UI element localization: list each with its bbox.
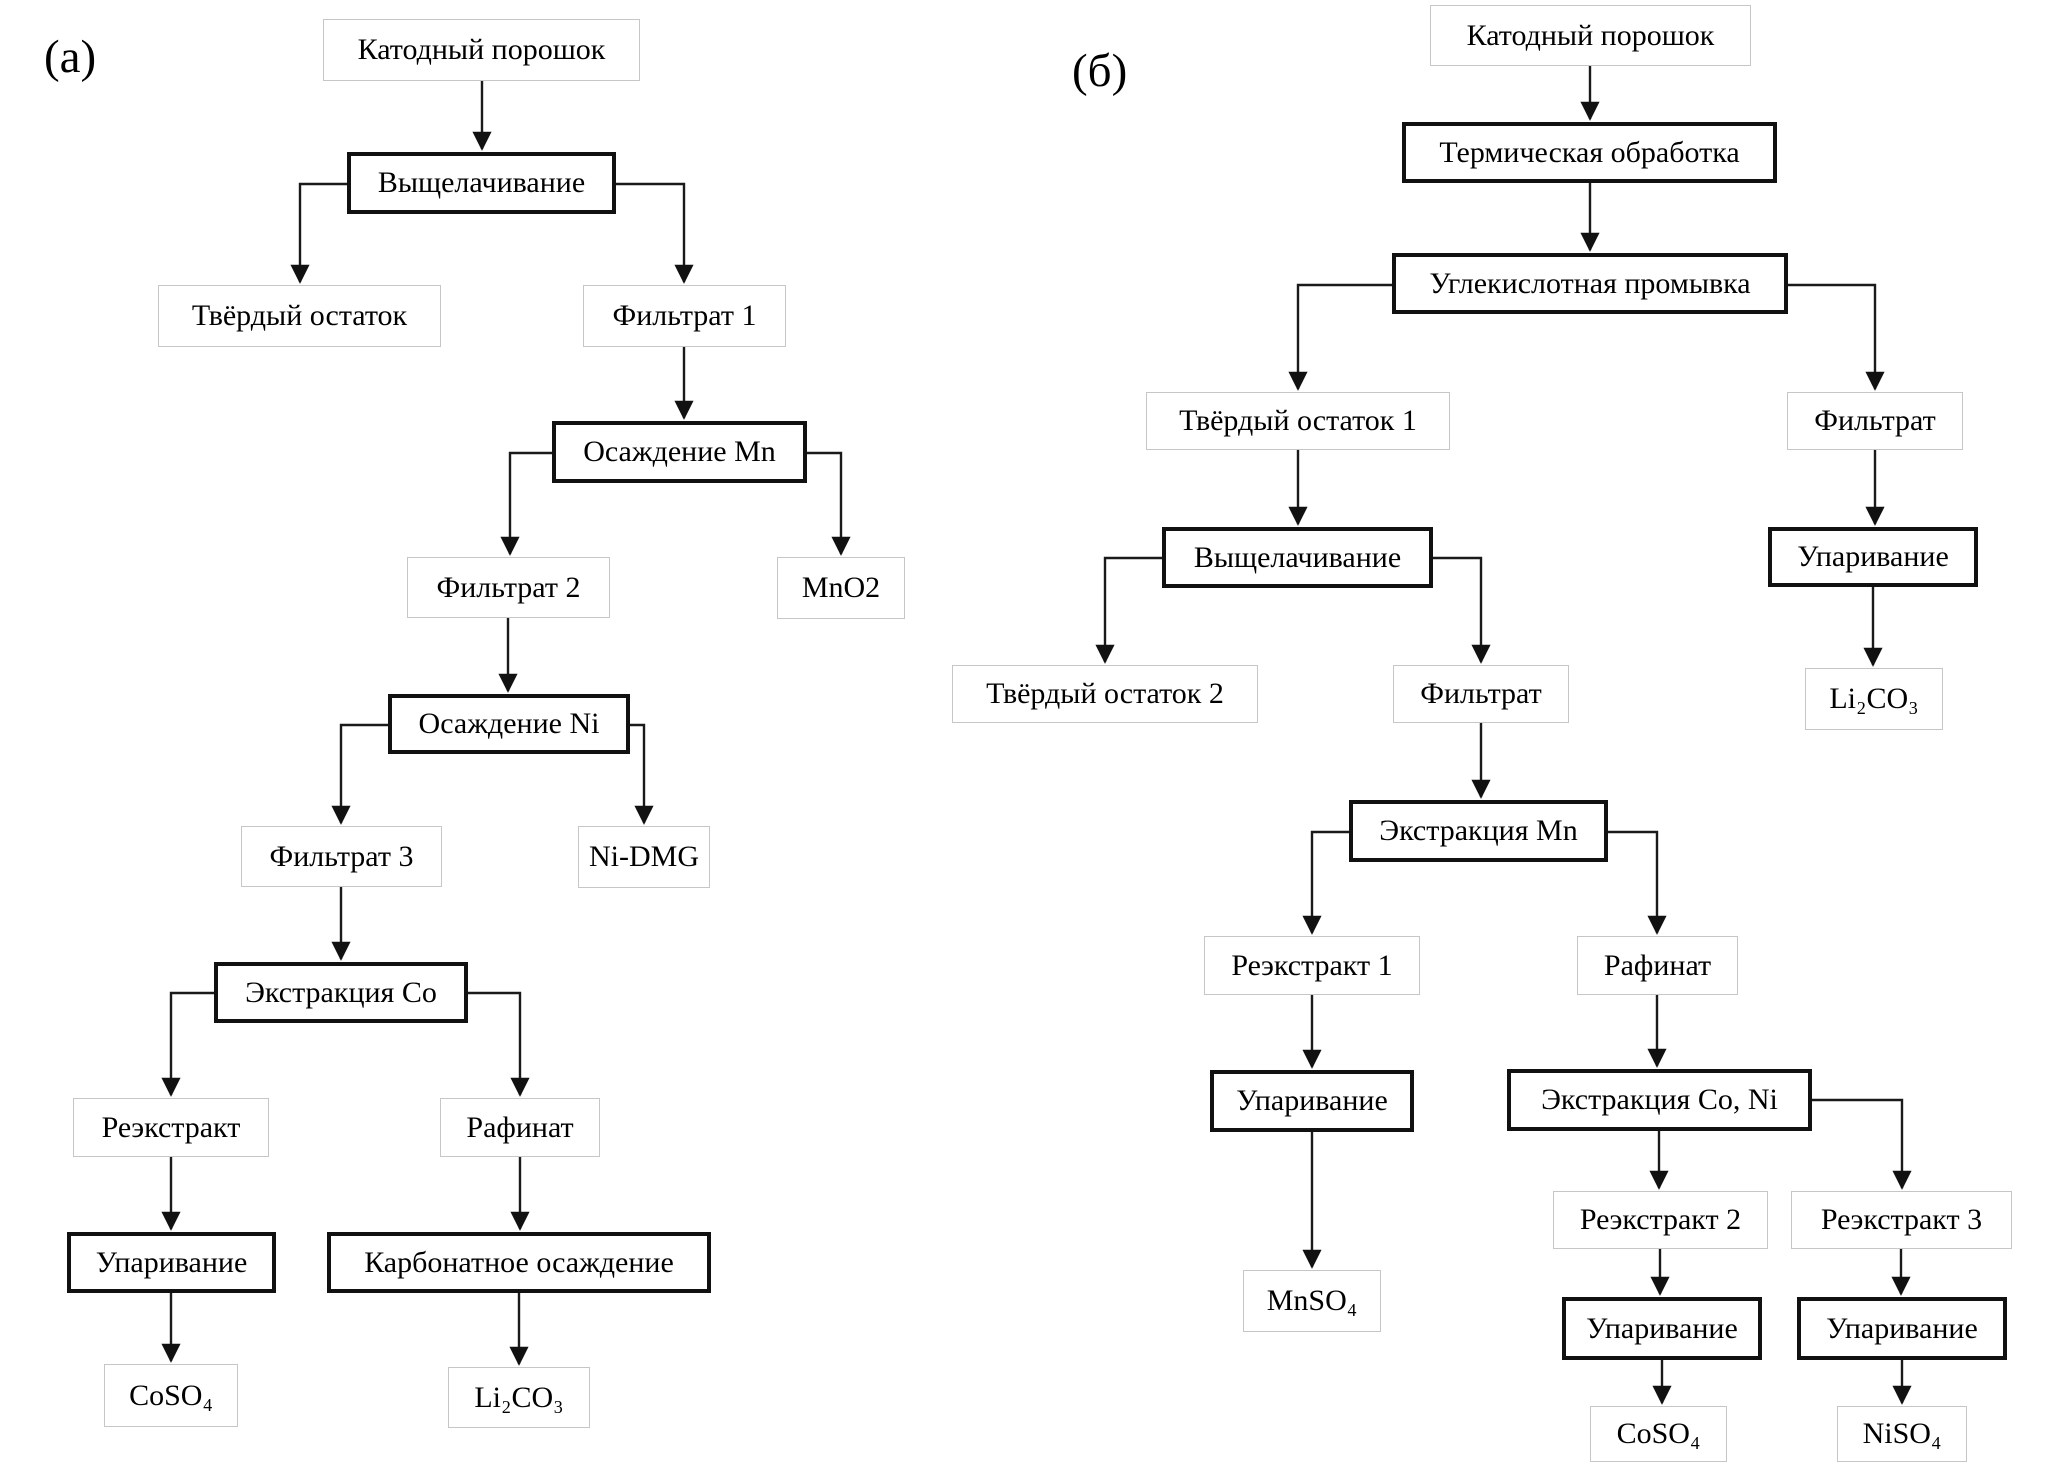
node-a-filtrate-2: Фильтрат 2 bbox=[407, 557, 610, 618]
node-b-evaporation-mid: Упаривание bbox=[1210, 1070, 1414, 1132]
node-b-evaporation-bottom-left: Упаривание bbox=[1562, 1297, 1762, 1360]
edge-a-niprec-filtrate3 bbox=[331, 723, 388, 825]
node-a-raffinate: Рафинат bbox=[440, 1098, 600, 1157]
node-b-solid-residue-1: Твёрдый остаток 1 bbox=[1146, 392, 1450, 450]
edge-a-mnprec-mno2 bbox=[807, 451, 851, 556]
panel-a-label: (а) bbox=[44, 31, 97, 83]
node-b-filtrate-right: Фильтрат bbox=[1787, 392, 1963, 450]
edge-b-washing-solid1 bbox=[1288, 283, 1392, 391]
node-b-thermal-treatment: Термическая обработка bbox=[1402, 122, 1777, 183]
node-a-mno2: MnO2 bbox=[777, 557, 905, 619]
node-a-filtrate-3: Фильтрат 3 bbox=[241, 826, 442, 887]
node-b-carbonic-washing: Углекислотная промывка bbox=[1392, 253, 1788, 314]
edge-a-leaching-filtrate1 bbox=[616, 182, 694, 284]
node-a-solid-residue: Твёрдый остаток bbox=[158, 285, 441, 347]
edge-b-mnext-raffinate bbox=[1608, 830, 1667, 935]
panel-b-label: (б) bbox=[1072, 45, 1128, 97]
node-b-niso4: NiSO₄ bbox=[1837, 1406, 1967, 1462]
edge-a-mnprec-filtrate2 bbox=[500, 451, 552, 556]
node-a-filtrate-1: Фильтрат 1 bbox=[583, 285, 786, 347]
node-a-carbonate-precipitation: Карбонатное осаждение bbox=[327, 1232, 711, 1293]
edge-b-washing-filtrate bbox=[1788, 283, 1885, 391]
node-b-li2co3: Li₂CO₃ bbox=[1805, 668, 1943, 730]
node-b-reextract-3: Реэкстракт 3 bbox=[1791, 1191, 2012, 1249]
node-a-evaporation: Упаривание bbox=[67, 1232, 276, 1293]
edge-a-coext-raffinate bbox=[468, 991, 530, 1097]
node-a-ni-dmg: Ni-DMG bbox=[578, 826, 710, 888]
node-b-solid-residue-2: Твёрдый остаток 2 bbox=[952, 665, 1258, 723]
node-b-coso4: CoSO₄ bbox=[1590, 1406, 1727, 1462]
node-a-ni-precipitation: Осаждение Ni bbox=[388, 694, 630, 754]
node-b-reextract-1: Реэкстракт 1 bbox=[1204, 936, 1420, 995]
node-b-mnso4: MnSO₄ bbox=[1243, 1270, 1381, 1332]
node-a-co-extraction: Экстракция Co bbox=[214, 962, 468, 1023]
node-a-leaching: Выщелачивание bbox=[347, 152, 616, 214]
node-b-raffinate: Рафинат bbox=[1577, 936, 1738, 995]
edge-b-coniext-reextract3 bbox=[1812, 1098, 1912, 1190]
node-b-mn-extraction: Экстракция Mn bbox=[1349, 800, 1608, 862]
node-b-reextract-2: Реэкстракт 2 bbox=[1553, 1191, 1768, 1249]
edge-b-leaching-filtratemid bbox=[1433, 556, 1491, 664]
edge-a-niprec-nidmg bbox=[630, 723, 654, 825]
node-b-leaching: Выщелачивание bbox=[1162, 527, 1433, 588]
edge-a-coext-reextract bbox=[161, 991, 214, 1097]
edge-b-leaching-solid2 bbox=[1095, 556, 1162, 664]
edge-a-leaching-solid bbox=[290, 182, 347, 284]
node-a-cathode-powder: Катодный порошок bbox=[323, 19, 640, 81]
node-b-cathode-powder: Катодный порошок bbox=[1430, 5, 1751, 66]
node-a-li2co3: Li₂CO₃ bbox=[448, 1367, 590, 1428]
node-b-evaporation-right: Упаривание bbox=[1768, 527, 1978, 587]
node-a-coso4: CoSO₄ bbox=[104, 1364, 238, 1427]
node-b-filtrate-mid: Фильтрат bbox=[1393, 665, 1569, 723]
node-b-evaporation-bottom-right: Упаривание bbox=[1797, 1297, 2007, 1360]
node-a-reextract: Реэкстракт bbox=[73, 1098, 269, 1157]
edge-b-mnext-reextract1 bbox=[1302, 830, 1349, 935]
node-b-co-ni-extraction: Экстракция Co, Ni bbox=[1507, 1069, 1812, 1131]
node-a-mn-precipitation: Осаждение Mn bbox=[552, 421, 807, 483]
